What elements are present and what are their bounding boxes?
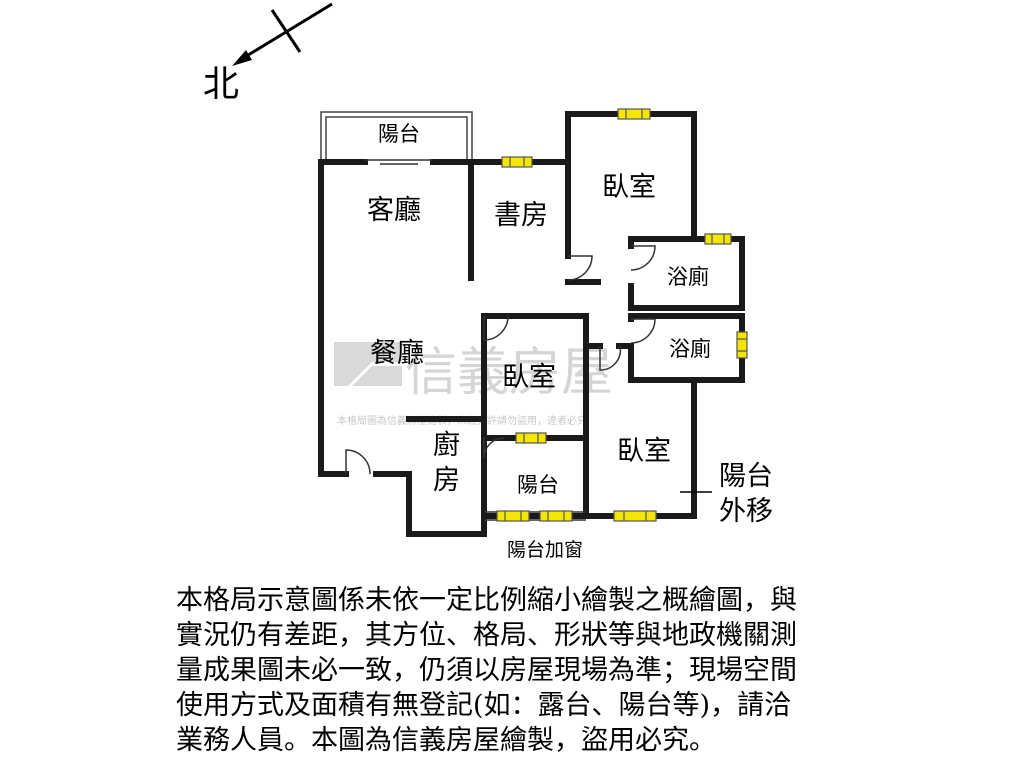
window-study-top: [501, 156, 533, 168]
disclaimer-line-4: 使用方式及面積有無登記(如：露台、陽台等)，請洽: [176, 690, 792, 721]
door-swing-bath2: [630, 318, 656, 344]
door-swing-bath1: [630, 245, 656, 271]
window-balcony-left: [496, 510, 530, 522]
disclaimer-line-3: 量成果圖未必一致，仍須以房屋現場為準；現場空間: [176, 655, 797, 686]
annotation-balcony-moved-2: 外移: [719, 496, 773, 527]
room-label-right-bedroom: 臥室: [617, 436, 671, 467]
disclaimer-line-5: 業務人員。本圖為信義房屋繪製，盜用必究。: [176, 725, 716, 756]
watermark-brand: 信義房屋: [405, 343, 613, 403]
door-swing-bedroom-right: [599, 345, 622, 371]
top-balcony-outline: [320, 111, 473, 162]
room-label-master-bedroom: 臥室: [602, 172, 656, 203]
door-swing-dining: [345, 449, 371, 475]
door-swing-study: [567, 255, 593, 281]
room-label-living-room: 客廳: [367, 195, 421, 226]
disclaimer-line-1: 本格局示意圖係未依一定比例縮小繪製之概繪圖，與: [176, 585, 797, 616]
window-master-top: [617, 108, 651, 120]
north-compass: 北: [203, 2, 333, 105]
compass-cross-line: [270, 9, 302, 53]
annotation-balcony-moved-1: 陽台: [719, 461, 773, 492]
window-bedroom-right-bottom: [613, 510, 657, 522]
watermark-logo-icon-inner: [352, 366, 402, 386]
disclaimer-line-2: 實況仍有差距，其方位、格局、形狀等與地政機關測: [176, 620, 797, 651]
window-bath1-top: [704, 233, 732, 245]
room-label-study: 書房: [494, 200, 548, 231]
walls: [318, 111, 745, 537]
annotation-balcony-window: 陽台加窗: [507, 539, 583, 561]
north-label: 北: [203, 64, 239, 105]
room-label-kitchen-2: 房: [433, 465, 460, 496]
room-label-bathroom-2: 浴廁: [669, 337, 711, 361]
room-label-balcony-bottom: 陽台: [517, 473, 559, 497]
room-label-kitchen-1: 廚: [433, 430, 460, 461]
window-middle-bedroom: [515, 432, 547, 444]
floor-plan: 北 信義房屋 本格局圖為信義房屋繪製，未經允許請勿盜用，違者必究: [203, 2, 773, 561]
window-bath2-right: [736, 331, 748, 359]
compass-arrowhead: [232, 50, 252, 66]
watermark: 信義房屋 本格局圖為信義房屋繪製，未經允許請勿盜用，違者必究: [334, 342, 613, 427]
window-balcony-right: [539, 510, 573, 522]
door-swing-bedroom-mid: [483, 315, 509, 341]
windows: [496, 108, 748, 522]
watermark-logo-icon: [334, 342, 402, 386]
room-label-bathroom-1: 浴廁: [667, 265, 709, 289]
room-label-balcony-top: 陽台: [378, 122, 420, 146]
room-label-dining-room: 餐廳: [370, 338, 424, 369]
room-label-middle-bedroom: 臥室: [502, 362, 556, 393]
door-swing-kitchen: [483, 437, 505, 459]
disclaimer: 本格局示意圖係未依一定比例縮小繪製之概繪圖，與 實況仍有差距，其方位、格局、形狀…: [176, 583, 866, 758]
